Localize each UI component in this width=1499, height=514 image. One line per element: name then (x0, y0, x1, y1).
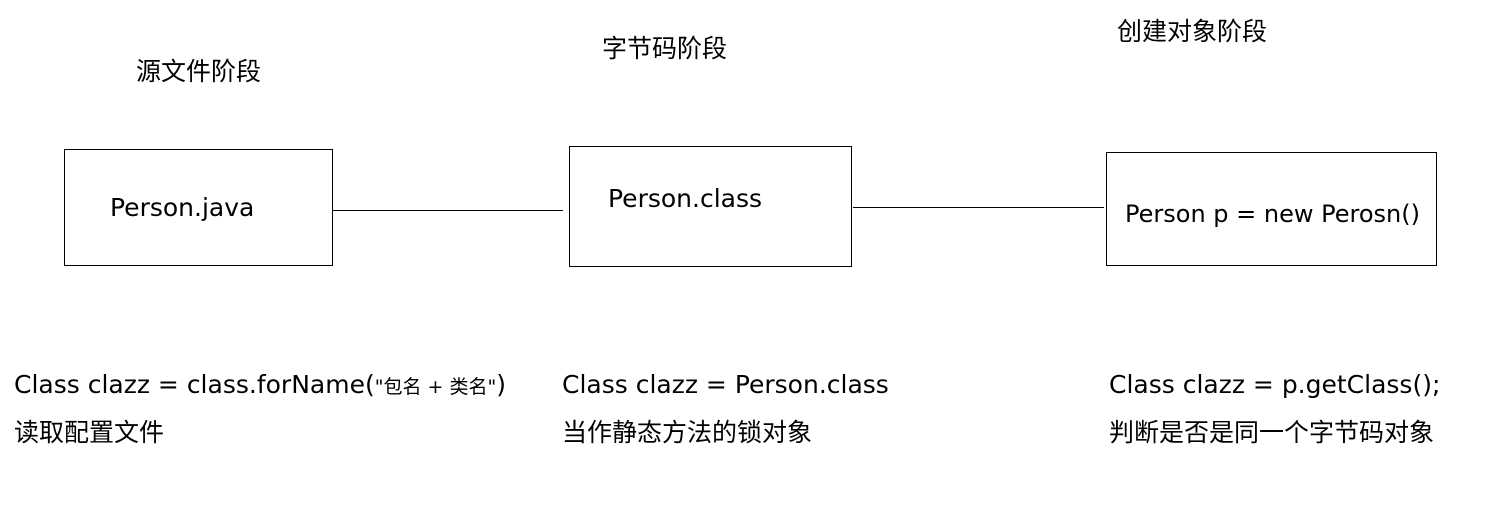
source-file-label: Person.java (110, 193, 255, 222)
stage-title-object: 创建对象阶段 (1117, 17, 1268, 46)
stage-title-bytecode: 字节码阶段 (602, 34, 728, 63)
desc-static-lock: 当作静态方法的锁对象 (562, 418, 813, 447)
desc-same-bytecode: 判断是否是同一个字节码对象 (1109, 418, 1435, 447)
code-class-literal: Class clazz = Person.class (562, 370, 889, 399)
connector-source-bytecode (333, 210, 563, 211)
desc-read-config: 读取配置文件 (14, 418, 165, 447)
code-forname-prefix: Class clazz = class.forName( (14, 370, 375, 399)
code-forname: Class clazz = class.forName("包名 + 类名") (14, 370, 506, 402)
connector-bytecode-object (853, 207, 1104, 208)
code-getclass: Class clazz = p.getClass(); (1109, 370, 1441, 399)
code-forname-suffix: ) (496, 370, 506, 399)
bytecode-label: Person.class (608, 184, 763, 213)
object-box: Person p = new Perosn() (1106, 152, 1437, 266)
object-label: Person p = new Perosn() (1125, 200, 1420, 228)
stage-title-source: 源文件阶段 (136, 57, 262, 86)
code-forname-arg: "包名 + 类名" (374, 376, 497, 398)
bytecode-box: Person.class (569, 146, 852, 267)
source-file-box: Person.java (64, 149, 333, 266)
